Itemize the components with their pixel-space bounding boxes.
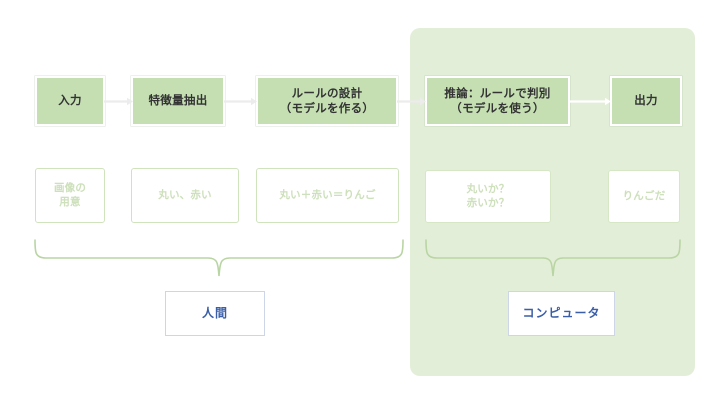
stage-label-rule-design-line1: ルールの設計 (291, 85, 363, 100)
example-label-input-line2: 用意 (59, 195, 81, 208)
arrow-input-to-feature (104, 97, 133, 106)
actor-label-human: 人間 (201, 305, 228, 320)
example-label-input-line1: 画像の (53, 181, 87, 194)
stage-box-inference[interactable]: 推論：ルールで判別 （モデルを使う） (425, 76, 570, 126)
stage-box-feature-extraction[interactable]: 特徴量抽出 (131, 76, 225, 126)
brace-human (34, 239, 404, 277)
stage-box-input[interactable]: 入力 (35, 76, 105, 126)
stage-label-output: 出力 (634, 93, 658, 108)
example-label-rule-design: 丸い＋赤い＝りんご (279, 188, 376, 201)
stage-label-input: 入力 (58, 93, 82, 108)
stage-label-inference-line1: 推論：ルールで判別 (444, 85, 551, 100)
arrow-feature-to-rule (224, 97, 257, 106)
example-label-inference-line2: 赤いか？ (466, 196, 510, 209)
arrow-inference-to-output (569, 97, 611, 106)
example-label-feature-extraction: 丸い、赤い (158, 188, 212, 201)
actor-label-computer: コンピュータ (522, 305, 601, 320)
example-box-feature-extraction[interactable]: 丸い、赤い (131, 168, 239, 223)
brace-computer (425, 239, 681, 277)
example-box-input[interactable]: 画像の 用意 (35, 168, 105, 223)
stage-label-inference-line2: （モデルを使う） (450, 101, 545, 115)
stage-box-rule-design[interactable]: ルールの設計 （モデルを作る） (256, 76, 398, 126)
example-label-inference-line1: 丸いか？ (466, 182, 510, 195)
example-box-output[interactable]: りんごだ (608, 170, 680, 223)
stage-label-rule-design-line2: （モデルを作る） (279, 101, 375, 115)
stage-label-feature-extraction: 特徴量抽出 (148, 93, 208, 108)
example-box-rule-design[interactable]: 丸い＋赤い＝りんご (256, 168, 399, 223)
stage-box-output[interactable]: 出力 (610, 76, 682, 126)
example-label-output: りんごだ (622, 189, 666, 202)
arrow-rule-to-inference (397, 97, 426, 106)
actor-box-computer[interactable]: コンピュータ (508, 291, 615, 336)
actor-box-human[interactable]: 人間 (165, 291, 265, 336)
example-box-inference[interactable]: 丸いか？ 赤いか？ (425, 170, 551, 223)
